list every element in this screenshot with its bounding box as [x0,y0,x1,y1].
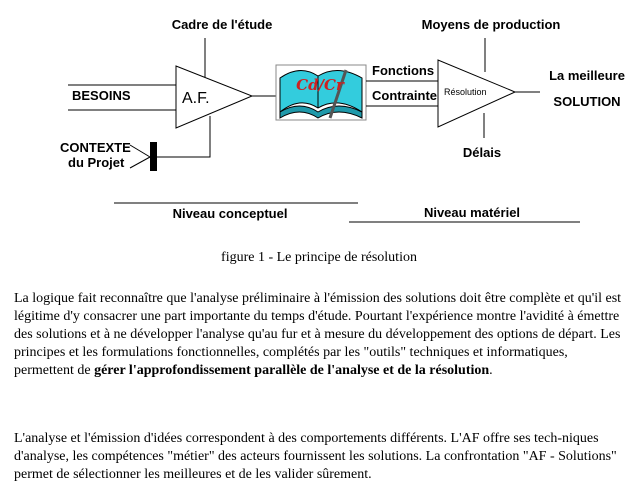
contexte-label-1: CONTEXTE [60,140,131,155]
paragraph-1: La logique fait reconnaître que l'analys… [14,290,628,380]
af-label: A.F. [182,90,210,107]
fonctions-label: Fonctions S. [372,63,450,78]
cadre-label: Cadre de l'étude [172,17,273,32]
contexte-arrow-upper [129,144,151,158]
cdcr-book-icon: Cd/Cr [275,64,367,121]
resolution-label: Résolution [444,87,487,97]
paragraph-1-end: . [489,363,493,378]
delais-label: Délais [463,145,501,160]
niveau-materiel-label: Niveau matériel [424,205,520,220]
figure-caption: figure 1 - Le principe de résolution [221,250,417,265]
contexte-arrow-lower [129,156,151,169]
paragraph-2: L'analyse et l'émission d'idées correspo… [14,431,617,482]
paragraph-1-bold: gérer l'approfondissement parallèle de l… [94,363,490,378]
resolution-triangle [437,59,517,128]
contexte-connector [157,116,211,158]
contexte-label-2: du Projet [68,155,125,170]
solution-label: SOLUTION [553,94,620,109]
niveau-conceptuel-label: Niveau conceptuel [173,206,288,221]
contraintes-label: Contraintes [372,88,444,103]
contexte-bar [150,142,157,171]
af-triangle [175,65,254,129]
meilleure-label: La meilleure [549,68,625,83]
resolution-principle-diagram: Cadre de l'étude A.F. BESOINS CONTEXTE d… [60,17,625,223]
besoins-label: BESOINS [72,88,131,103]
paragraph-1-text: La logique fait reconnaître que l'analys… [14,291,622,378]
cdcr-book-text: Cd/Cr [296,76,345,94]
moyens-label: Moyens de production [422,17,561,32]
